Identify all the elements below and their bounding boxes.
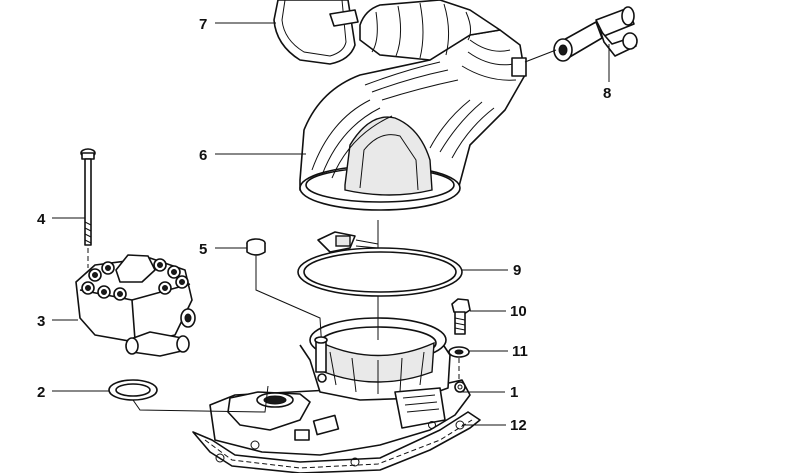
callout-11: 11 <box>512 343 528 360</box>
part-9-hose-clamp <box>297 231 463 297</box>
part-11-washer <box>448 346 470 382</box>
callout-4: 4 <box>37 211 46 228</box>
part-2-o-ring <box>108 379 269 413</box>
callout-3: 3 <box>37 313 45 330</box>
callout-7: 7 <box>199 16 207 33</box>
callout-6: 6 <box>199 147 207 164</box>
callout-12: 12 <box>510 417 527 434</box>
part-4-bolt <box>80 148 96 268</box>
callout-9: 9 <box>513 262 521 279</box>
callout-10: 10 <box>510 303 527 320</box>
callout-2: 2 <box>37 384 45 401</box>
part-6-intake-boot <box>299 0 527 211</box>
part-10-screw <box>451 298 471 335</box>
part-3-cap <box>75 254 196 357</box>
callout-5: 5 <box>199 241 207 258</box>
part-5-plug <box>246 238 328 383</box>
callout-8: 8 <box>603 85 611 102</box>
callout-1: 1 <box>510 384 518 401</box>
part-7-clamp-ring <box>273 0 359 65</box>
leader-lines <box>52 22 610 426</box>
part-8-t-fitting <box>524 6 638 63</box>
